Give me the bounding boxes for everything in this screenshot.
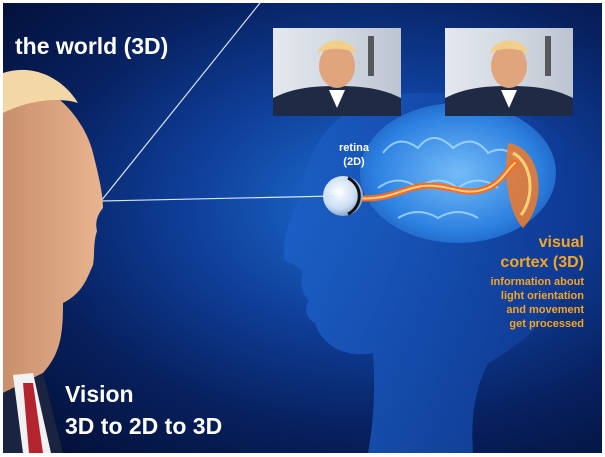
vision-caption-line-1: Vision bbox=[65, 378, 222, 410]
person-profile bbox=[3, 81, 103, 393]
slide: the world (3D) retina (2D) visual cortex… bbox=[3, 3, 602, 453]
visual-cortex-title: visual cortex (3D) bbox=[500, 233, 584, 273]
visual-cortex-description: information about light orientation and … bbox=[491, 275, 585, 331]
slide-title: the world (3D) bbox=[15, 33, 168, 60]
vision-caption-line-2: 3D to 2D to 3D bbox=[65, 410, 222, 442]
visual-cortex-desc-line-1: information about bbox=[491, 275, 585, 289]
photo-face-2 bbox=[445, 28, 573, 116]
vision-caption: Vision 3D to 2D to 3D bbox=[65, 378, 222, 442]
visual-cortex-desc-line-4: get processed bbox=[491, 317, 585, 331]
photo-face-1 bbox=[273, 28, 401, 116]
retina-label-line-2: (2D) bbox=[329, 155, 379, 169]
retina-label-line-1: retina bbox=[329, 141, 379, 155]
visual-cortex-desc-line-2: light orientation bbox=[491, 289, 585, 303]
retina-label: retina (2D) bbox=[329, 141, 379, 169]
visual-cortex-title-line-2: cortex (3D) bbox=[500, 253, 584, 273]
visual-cortex-title-line-1: visual bbox=[500, 233, 584, 253]
visual-cortex-desc-line-3: and movement bbox=[491, 303, 585, 317]
